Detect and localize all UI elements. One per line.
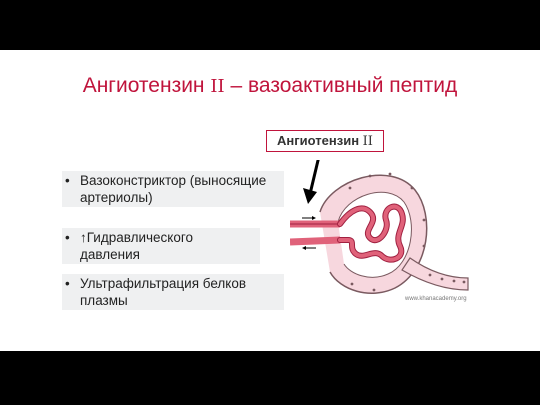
pointer-arrow <box>303 160 320 204</box>
bullet-vasoconstrictor: Вазоконстриктор (выносящие артериолы) <box>62 171 284 207</box>
bullet-hydraulic-pressure: ↑Гидравлического давления <box>62 228 260 264</box>
credit-text: www.khanacademy.org <box>405 296 467 302</box>
title-text: Ангиотензин <box>82 74 211 97</box>
label-roman: II <box>362 134 373 149</box>
capillary-tuft-fill <box>338 204 405 262</box>
arterioles <box>290 216 341 250</box>
slide: Ангиотензин II – вазоактивный пептид Ваз… <box>0 50 540 351</box>
title-rest: – вазоактивный пептид <box>224 74 458 97</box>
title-roman: II <box>210 76 225 97</box>
label-text: Ангиотензин <box>277 133 363 148</box>
tubule <box>401 257 469 291</box>
angiotensin-label: Ангиотензин II <box>266 130 384 152</box>
glomerulus-illustration <box>290 160 469 294</box>
bullet-ultrafiltration: Ультрафильтрация белков плазмы <box>62 274 284 310</box>
slide-title: Ангиотензин II – вазоактивный пептид <box>0 74 540 98</box>
tubule-cells <box>348 172 466 292</box>
